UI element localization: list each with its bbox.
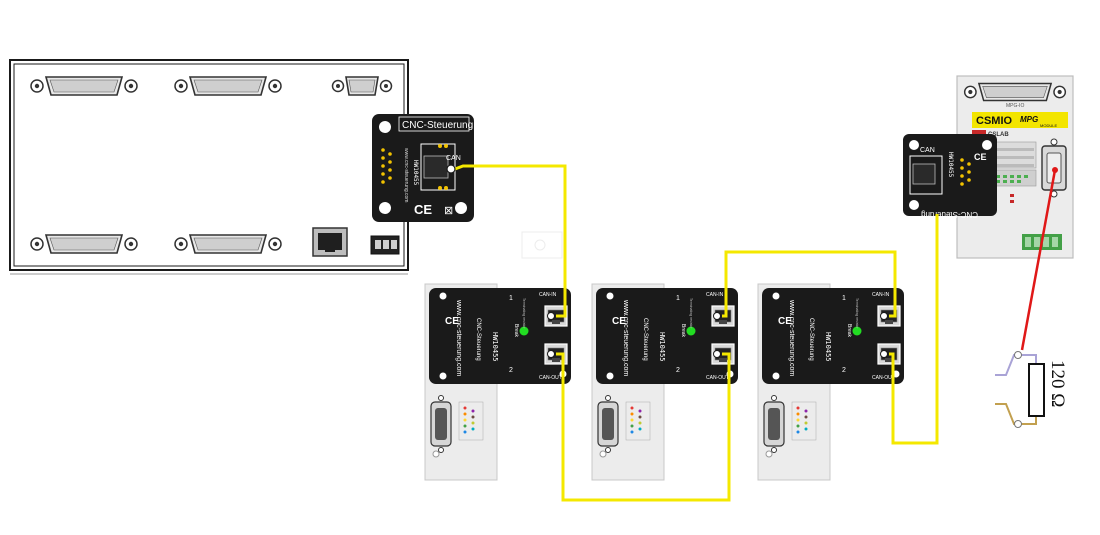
distributor-3-status-led xyxy=(852,326,862,336)
watermark-artifact xyxy=(521,231,563,259)
distributor-2-can-bottom: CAN-OUT xyxy=(706,375,729,381)
resistor-value-label: 120 Ω xyxy=(1047,360,1068,407)
adapter-left-can-label: CAN xyxy=(446,155,461,162)
adapter-right-can-label: CAN xyxy=(920,147,935,154)
distributor-1-can-top: CAN-IN xyxy=(539,292,557,298)
adapter-left-brand: CNC-Steuerung xyxy=(402,120,473,131)
resistor-body xyxy=(1028,363,1045,417)
distributor-3-db15-connector xyxy=(763,395,785,453)
wire-distributor-2-to-distributor-3 xyxy=(722,250,897,318)
distributor-3-pinout xyxy=(791,401,817,441)
termination-resistor: 120 Ω xyxy=(995,167,1068,428)
distributor-1: www.cnc-steuerung.com CE CNC-Steuerung H… xyxy=(424,283,571,481)
wire-end-markers xyxy=(446,164,888,358)
io-terminal-block xyxy=(370,235,400,255)
adapter-left-model: HW10455 xyxy=(412,160,419,186)
controller-enclosure xyxy=(9,59,409,275)
adapter-right-model: HW10455 xyxy=(947,152,954,178)
distributor-1-can-bottom: CAN-OUT xyxy=(539,375,562,381)
distributor-1-brand: CNC-Steuerung xyxy=(475,318,481,361)
distributor-1-pos2: 2 xyxy=(509,367,513,374)
distributor-1-url: www.cnc-steuerung.com xyxy=(455,299,462,376)
mpg-maker: CSLAB xyxy=(988,132,1009,138)
adapter-left-weee-mark: ⊠ xyxy=(444,205,453,217)
wire-adapter-to-distributor-1 xyxy=(454,164,567,318)
distributor-1-status-led xyxy=(519,326,529,336)
distributor-3: www.cnc-steuerung.com CE CNC-Steuerung H… xyxy=(757,283,904,481)
adapter-left-url: www.cnc-steuerung.com xyxy=(403,148,409,202)
distributor-2-switch-text: Terminating resistor xyxy=(689,298,693,329)
distributor-3-model: HW10455 xyxy=(824,332,832,362)
distributor-2-pinout xyxy=(625,401,651,441)
distributor-1-pos1: 1 xyxy=(509,295,513,302)
mpg-brand-a: CSMIO xyxy=(976,115,1013,127)
can-bus-wires xyxy=(454,164,939,502)
distributor-3-can-bottom: CAN-OUT xyxy=(872,375,895,381)
mpg-port-label: MPG-IO xyxy=(1006,103,1024,109)
distributor-1-switch-text: Terminating resistor xyxy=(522,298,526,329)
distributor-1-model: HW10455 xyxy=(491,332,499,362)
can-adapter-left: CNC-Steuerung www.cnc-steuerung.com HW10… xyxy=(372,114,474,222)
distributor-2-can-top: CAN-IN xyxy=(706,292,724,298)
distributor-2-model: HW10455 xyxy=(658,332,666,362)
distributor-1-pinout xyxy=(458,401,484,441)
can-adapter-right: HW10455 CAN CNC-Steuerung CE xyxy=(903,134,997,219)
distributor-1-ce-mark: CE xyxy=(445,316,459,327)
distributor-3-url: www.cnc-steuerung.com xyxy=(788,299,795,376)
distributor-3-pos2: 2 xyxy=(842,367,846,374)
adapter-left-db9-pins xyxy=(381,148,392,184)
distributor-2-pos2: 2 xyxy=(676,367,680,374)
adapter-right-ce-mark: CE xyxy=(974,152,987,162)
distributor-2: www.cnc-steuerung.com CE CNC-Steuerung H… xyxy=(591,283,738,481)
resistor-red-wire xyxy=(1020,169,1057,351)
adapter-right-brand: CNC-Steuerung xyxy=(921,210,978,219)
mpg-brand-sub: MODULE xyxy=(1040,123,1057,128)
ethernet-port xyxy=(312,227,348,257)
distributor-2-status-led xyxy=(686,326,696,336)
adapter-left-rj45-pins xyxy=(438,144,448,190)
distributor-1-break-label: Break xyxy=(513,324,519,338)
distributor-2-break-label: Break xyxy=(680,324,686,338)
distributor-2-ce-mark: CE xyxy=(612,316,626,327)
wire-distributor-1-to-distributor-2 xyxy=(556,352,731,502)
wire-distributor-3-to-adapter-right xyxy=(889,214,939,445)
distributor-3-switch-text: Terminating resistor xyxy=(855,298,859,329)
distributor-2-url: www.cnc-steuerung.com xyxy=(622,299,629,376)
distributor-2-db15-connector xyxy=(597,395,619,453)
adapter-left-ce-mark: CE xyxy=(414,202,432,217)
mpg-brand-b: MPG xyxy=(1020,115,1038,124)
distributor-3-ce-mark: CE xyxy=(778,316,792,327)
distributor-3-break-label: Break xyxy=(846,324,852,338)
distributor-2-brand: CNC-Steuerung xyxy=(642,318,648,361)
distributor-1-db15-connector xyxy=(430,395,452,453)
distributor-3-pos1: 1 xyxy=(842,295,846,302)
adapter-right-pins xyxy=(960,158,971,186)
distributor-3-brand: CNC-Steuerung xyxy=(808,318,814,361)
distributor-2-pos1: 1 xyxy=(676,295,680,302)
distributor-3-can-top: CAN-IN xyxy=(872,292,890,298)
